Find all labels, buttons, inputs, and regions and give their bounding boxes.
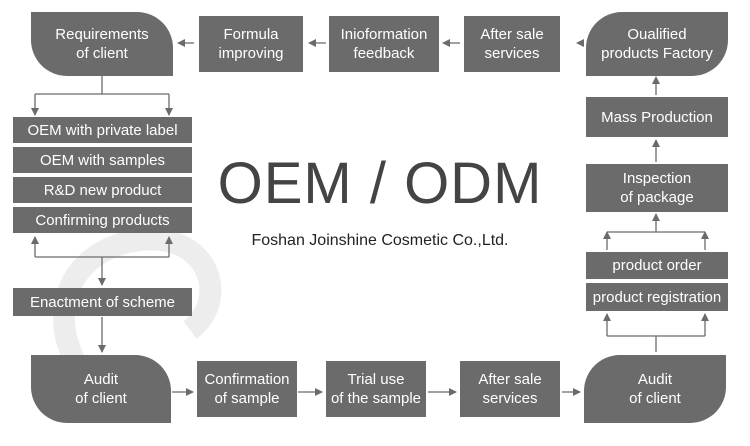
node-label: R&D new product — [43, 181, 162, 199]
audit-of-client-left-node: Audit of client — [31, 355, 171, 423]
node-label: product order — [612, 257, 702, 274]
node-label: feedback — [353, 45, 415, 62]
node-label: of package — [620, 189, 694, 206]
node-label: Inioformation — [340, 26, 428, 43]
node-label: of sample — [214, 390, 280, 407]
node-label: services — [482, 390, 538, 407]
node-label: After sale — [478, 371, 542, 388]
node-label: Mass Production — [601, 108, 713, 126]
node-label: services — [484, 45, 540, 62]
node-label: of client — [629, 390, 681, 407]
node-label: product registration — [592, 288, 722, 306]
company-name: Foshan Joinshine Cosmetic Co.,Ltd. — [251, 232, 509, 249]
node-label: Inspection — [622, 170, 692, 187]
after-sale-services-top-node: After sale services — [464, 16, 560, 72]
node-label: Oualified — [627, 26, 687, 43]
page-title: OEM / ODM — [217, 151, 543, 216]
formula-improving-node: Formula improving — [199, 16, 303, 72]
confirming-products-node: Confirming products — [13, 207, 192, 233]
requirements-of-client-node: Requirements of client — [31, 12, 173, 76]
node-label: After sale — [480, 26, 544, 43]
node-label: Confirmation — [204, 371, 290, 388]
node-label: Formula — [223, 26, 279, 43]
node-label: OEM with samples — [39, 151, 166, 169]
node-label: Requirements — [55, 26, 149, 43]
mass-production-node: Mass Production — [586, 97, 728, 137]
node-label: of client — [76, 45, 128, 62]
qualified-products-factory-node: Oualified products Factory — [586, 12, 728, 76]
enactment-of-scheme-node: Enactment of scheme — [13, 288, 192, 316]
information-feedback-node: Inioformation feedback — [329, 16, 439, 72]
node-label: products Factory — [601, 45, 713, 62]
inspection-of-package-node: Inspection of package — [586, 164, 728, 212]
confirmation-of-sample-node: Confirmation of sample — [197, 361, 297, 417]
node-label: of the sample — [330, 390, 422, 407]
node-label: Trial use — [347, 371, 405, 388]
trial-use-of-sample-node: Trial use of the sample — [326, 361, 426, 417]
oem-private-label-node: OEM with private label — [13, 117, 192, 143]
product-order-node: product order — [586, 252, 728, 279]
after-sale-services-bottom-node: After sale services — [460, 361, 560, 417]
node-label: Audit — [83, 371, 119, 388]
node-label: OEM with private label — [27, 121, 178, 139]
node-label: Audit — [637, 371, 673, 388]
node-label: Enactment of scheme — [29, 293, 176, 311]
audit-of-client-right-node: Audit of client — [584, 355, 726, 423]
node-label: Confirming products — [35, 211, 170, 229]
oem-with-samples-node: OEM with samples — [13, 147, 192, 173]
node-label: improving — [218, 45, 284, 62]
node-label: of client — [75, 390, 127, 407]
rnd-new-product-node: R&D new product — [13, 177, 192, 203]
product-registration-node: product registration — [586, 283, 728, 311]
